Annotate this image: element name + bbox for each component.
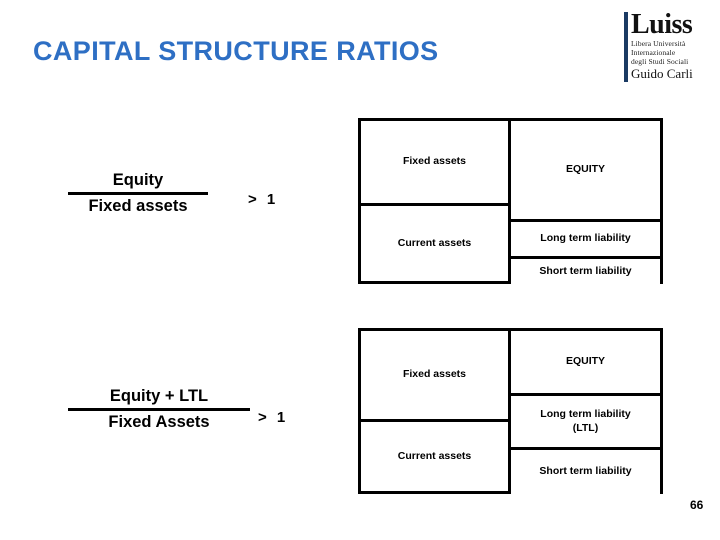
diagram-2-vertical-divider [508, 331, 511, 491]
diagram-2-cell-current-assets: Current assets [361, 422, 508, 491]
ratio-1-fraction-bar [68, 192, 208, 195]
diagram-1-equity-divider [508, 219, 660, 222]
diagram-1-cell-fixed-assets: Fixed assets [361, 121, 508, 203]
diagram-2-equity-divider [511, 393, 660, 396]
ratio-2-comparator: > 1 [258, 409, 289, 426]
logo-line-2: Internazionale [631, 47, 676, 57]
diagram-1-cell-current-assets: Current assets [361, 206, 508, 281]
luiss-logo: Luiss Libera Università Internazionale d… [624, 9, 714, 86]
diagram-2-cell-short-term-liability: Short term liability [511, 450, 660, 494]
logo-line-3: degli Studi Sociali [631, 56, 689, 66]
logo-bar-icon [624, 12, 628, 82]
ratio-1-numerator: Equity [112, 171, 164, 189]
ratio-2-denominator: Fixed Assets [108, 413, 210, 431]
logo-name: Luiss [631, 9, 693, 40]
balance-sheet-diagram-1: Fixed assets Current assets EQUITY Long … [358, 118, 663, 284]
page-title: CAPITAL STRUCTURE RATIOS [33, 36, 439, 66]
ratio-1-comparator: > 1 [248, 191, 279, 208]
diagram-1-ltl-stl-divider [511, 256, 660, 259]
diagram-2-cell-fixed-assets: Fixed assets [361, 331, 508, 419]
diagram-1-cell-equity: EQUITY [511, 121, 660, 219]
logo-line-4: Guido Carli [631, 66, 693, 82]
logo-line-1: Libera Università [631, 38, 686, 48]
diagram-1-cell-long-term-liability: Long term liability [511, 222, 660, 256]
diagram-2-assets-divider [361, 419, 511, 422]
ratio-2-numerator: Equity + LTL [109, 387, 209, 405]
ratio-2-fraction: Equity + LTL Fixed Assets [68, 387, 250, 432]
diagram-1-cell-short-term-liability: Short term liability [511, 259, 660, 284]
ratio-1-denominator: Fixed assets [88, 197, 188, 215]
logo-text-block: Luiss Libera Università Internazionale d… [631, 9, 693, 82]
diagram-1-vertical-divider [508, 121, 511, 281]
page-number: 66 [690, 498, 704, 512]
diagram-2-cell-equity: EQUITY [511, 331, 660, 393]
ratio-2-fraction-bar [68, 408, 250, 411]
diagram-1-assets-divider [361, 203, 511, 206]
ratio-1-fraction: Equity Fixed assets [68, 171, 208, 216]
diagram-2-cell-long-term-liability: Long term liability (LTL) [511, 396, 660, 447]
balance-sheet-diagram-2: Fixed assets Current assets EQUITY Long … [358, 328, 663, 494]
diagram-2-ltl-stl-divider [508, 447, 660, 450]
